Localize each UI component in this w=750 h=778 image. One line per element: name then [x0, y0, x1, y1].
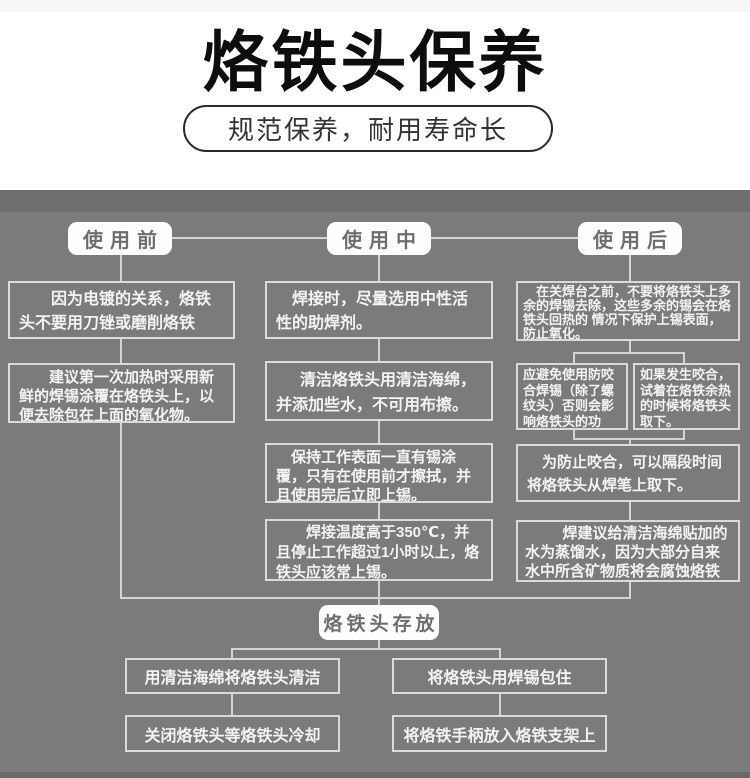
- subtitle-text: 规范保养，耐用寿命长: [227, 115, 508, 145]
- connector-line: [120, 339, 122, 363]
- connector-line: [573, 352, 575, 363]
- flow-box: 焊接时，尽量选用中性活性的助焊剂。: [265, 281, 493, 339]
- connector-line: [378, 255, 380, 281]
- connector-line: [120, 597, 631, 599]
- stage-pill-during: 使用中: [327, 222, 431, 255]
- connector-line: [231, 648, 501, 650]
- storage-box: 将烙铁手柄放入烙铁支架上: [392, 715, 607, 752]
- connector-line: [120, 255, 122, 281]
- connector-line: [172, 237, 327, 239]
- flow-box: 清洁烙铁头用清洁海绵，并添加些水，不可用布擦。: [265, 361, 493, 421]
- connector-line: [629, 502, 631, 520]
- flow-box: 焊接温度高于350℃，并且停止工作超过1小时以上，烙铁头应该常上锡。: [265, 519, 493, 581]
- connector-line: [499, 648, 501, 658]
- flow-box: 应避免使用防咬合焊锡（除了螺纹头）否则会影响烙铁头的功能。: [516, 363, 628, 430]
- connector-line: [683, 352, 685, 363]
- flow-box: 因为电镀的关系，烙铁头不要用刀锉或磨削烙铁头。: [8, 281, 235, 339]
- bottom-strip: [0, 772, 750, 778]
- connector-line: [629, 582, 631, 597]
- connector-line: [378, 421, 380, 443]
- flow-box: 焊建议给清洁海绵贴加的水为蒸馏水，因为大部分自来水中所含矿物质将会腐蚀烙铁头。: [516, 520, 740, 582]
- connector-line: [573, 430, 575, 438]
- top-strip: [0, 0, 750, 12]
- storage-box: 关闭烙铁头等烙铁头冷却: [125, 715, 340, 752]
- connector-line: [120, 423, 122, 597]
- connector-line: [378, 339, 380, 361]
- page-title: 烙铁头保养: [202, 25, 548, 99]
- storage-box: 用清洁海绵将烙铁头清洁: [125, 658, 340, 694]
- stage-pill-after: 使用后: [578, 222, 682, 255]
- storage-pill: 烙铁头存放: [319, 605, 439, 640]
- connector-line: [378, 640, 380, 648]
- flow-box: 如果发生咬合，试着在烙铁余热的时候将烙铁头取下。: [633, 363, 740, 430]
- subtitle-pill: 规范保养，耐用寿命长: [183, 105, 553, 152]
- connector-line: [231, 648, 233, 658]
- flow-box: 保持工作表面一直有锡涂覆，只有在使用前才擦拭，并且使用完后立即上锡。: [265, 443, 493, 503]
- flow-box: 为防止咬合，可以隔段时间将烙铁头从焊笔上取下。: [516, 444, 740, 502]
- connector-line: [231, 694, 233, 715]
- connector-line: [378, 597, 380, 605]
- stage-pill-before: 使用前: [68, 222, 172, 255]
- connector-line: [573, 352, 685, 354]
- connector-line: [431, 237, 578, 239]
- connector-line: [683, 430, 685, 438]
- connector-line: [629, 438, 631, 444]
- connector-line: [378, 581, 380, 597]
- storage-box: 将烙铁头用焊锡包住: [392, 658, 607, 694]
- connector-line: [629, 255, 631, 281]
- connector-line: [499, 694, 501, 715]
- connector-line: [378, 503, 380, 519]
- flow-box: 在关焊台之前，不要将烙铁头上多余的焊锡去除，这些多余的锡会在烙铁头回热的 情况下…: [516, 281, 740, 341]
- flow-box: 建议第一次加热时采用新鲜的焊锡涂覆在烙铁头上，以便去除包在上面的氧化物。: [8, 363, 235, 423]
- connector-line: [629, 341, 631, 352]
- section-top-shade: [0, 190, 750, 212]
